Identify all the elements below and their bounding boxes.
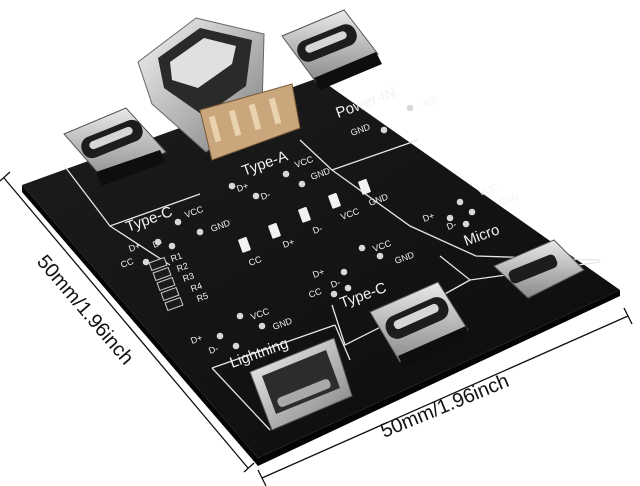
pin-cc: CC — [119, 256, 135, 270]
power-in-connector — [281, 9, 382, 90]
resistor-label: R4 — [189, 281, 203, 294]
pin-d-minus: D- — [445, 219, 457, 232]
pin-vcc: VCC — [419, 94, 441, 110]
test-pads — [142, 104, 476, 350]
resistor-label: R2 — [175, 261, 189, 274]
resistor-label: R5 — [195, 291, 209, 304]
type-c-middle-connector — [369, 281, 470, 368]
pin-d-plus: D+ — [189, 332, 203, 345]
resistor-array — [148, 256, 184, 312]
board-surface — [22, 78, 620, 458]
led-label-d-minus: D- — [311, 223, 323, 236]
section-outlines — [65, 139, 601, 431]
pin-d-plus: D+ — [235, 180, 249, 193]
type-a-connector — [137, 17, 301, 161]
led-label-d-plus: D+ — [281, 236, 295, 249]
pin-d-minus: D- — [207, 343, 219, 356]
micro-usb-connector — [493, 239, 585, 299]
pin-vcc: VCC — [477, 182, 499, 198]
pin-cc: CC — [307, 286, 323, 300]
pin-d-plus: D+ — [311, 266, 325, 279]
pin-gnd: GND — [497, 191, 520, 207]
led-label-cc: CC — [247, 254, 263, 268]
pin-d-minus: D- — [259, 189, 271, 202]
pin-d-plus: D+ — [421, 210, 435, 223]
pcb-board: Type-C Type-A Power-IN Micro Type-C Ligh… — [22, 9, 620, 466]
type-c-top-connector — [63, 107, 167, 186]
resistor-label: R3 — [181, 271, 195, 284]
resistor-label: R1 — [169, 251, 183, 264]
indicator-leds — [238, 178, 371, 253]
lightning-connector — [249, 337, 353, 431]
pin-d-plus: D+ — [127, 240, 141, 253]
pin-d-minus: D- — [329, 277, 341, 290]
